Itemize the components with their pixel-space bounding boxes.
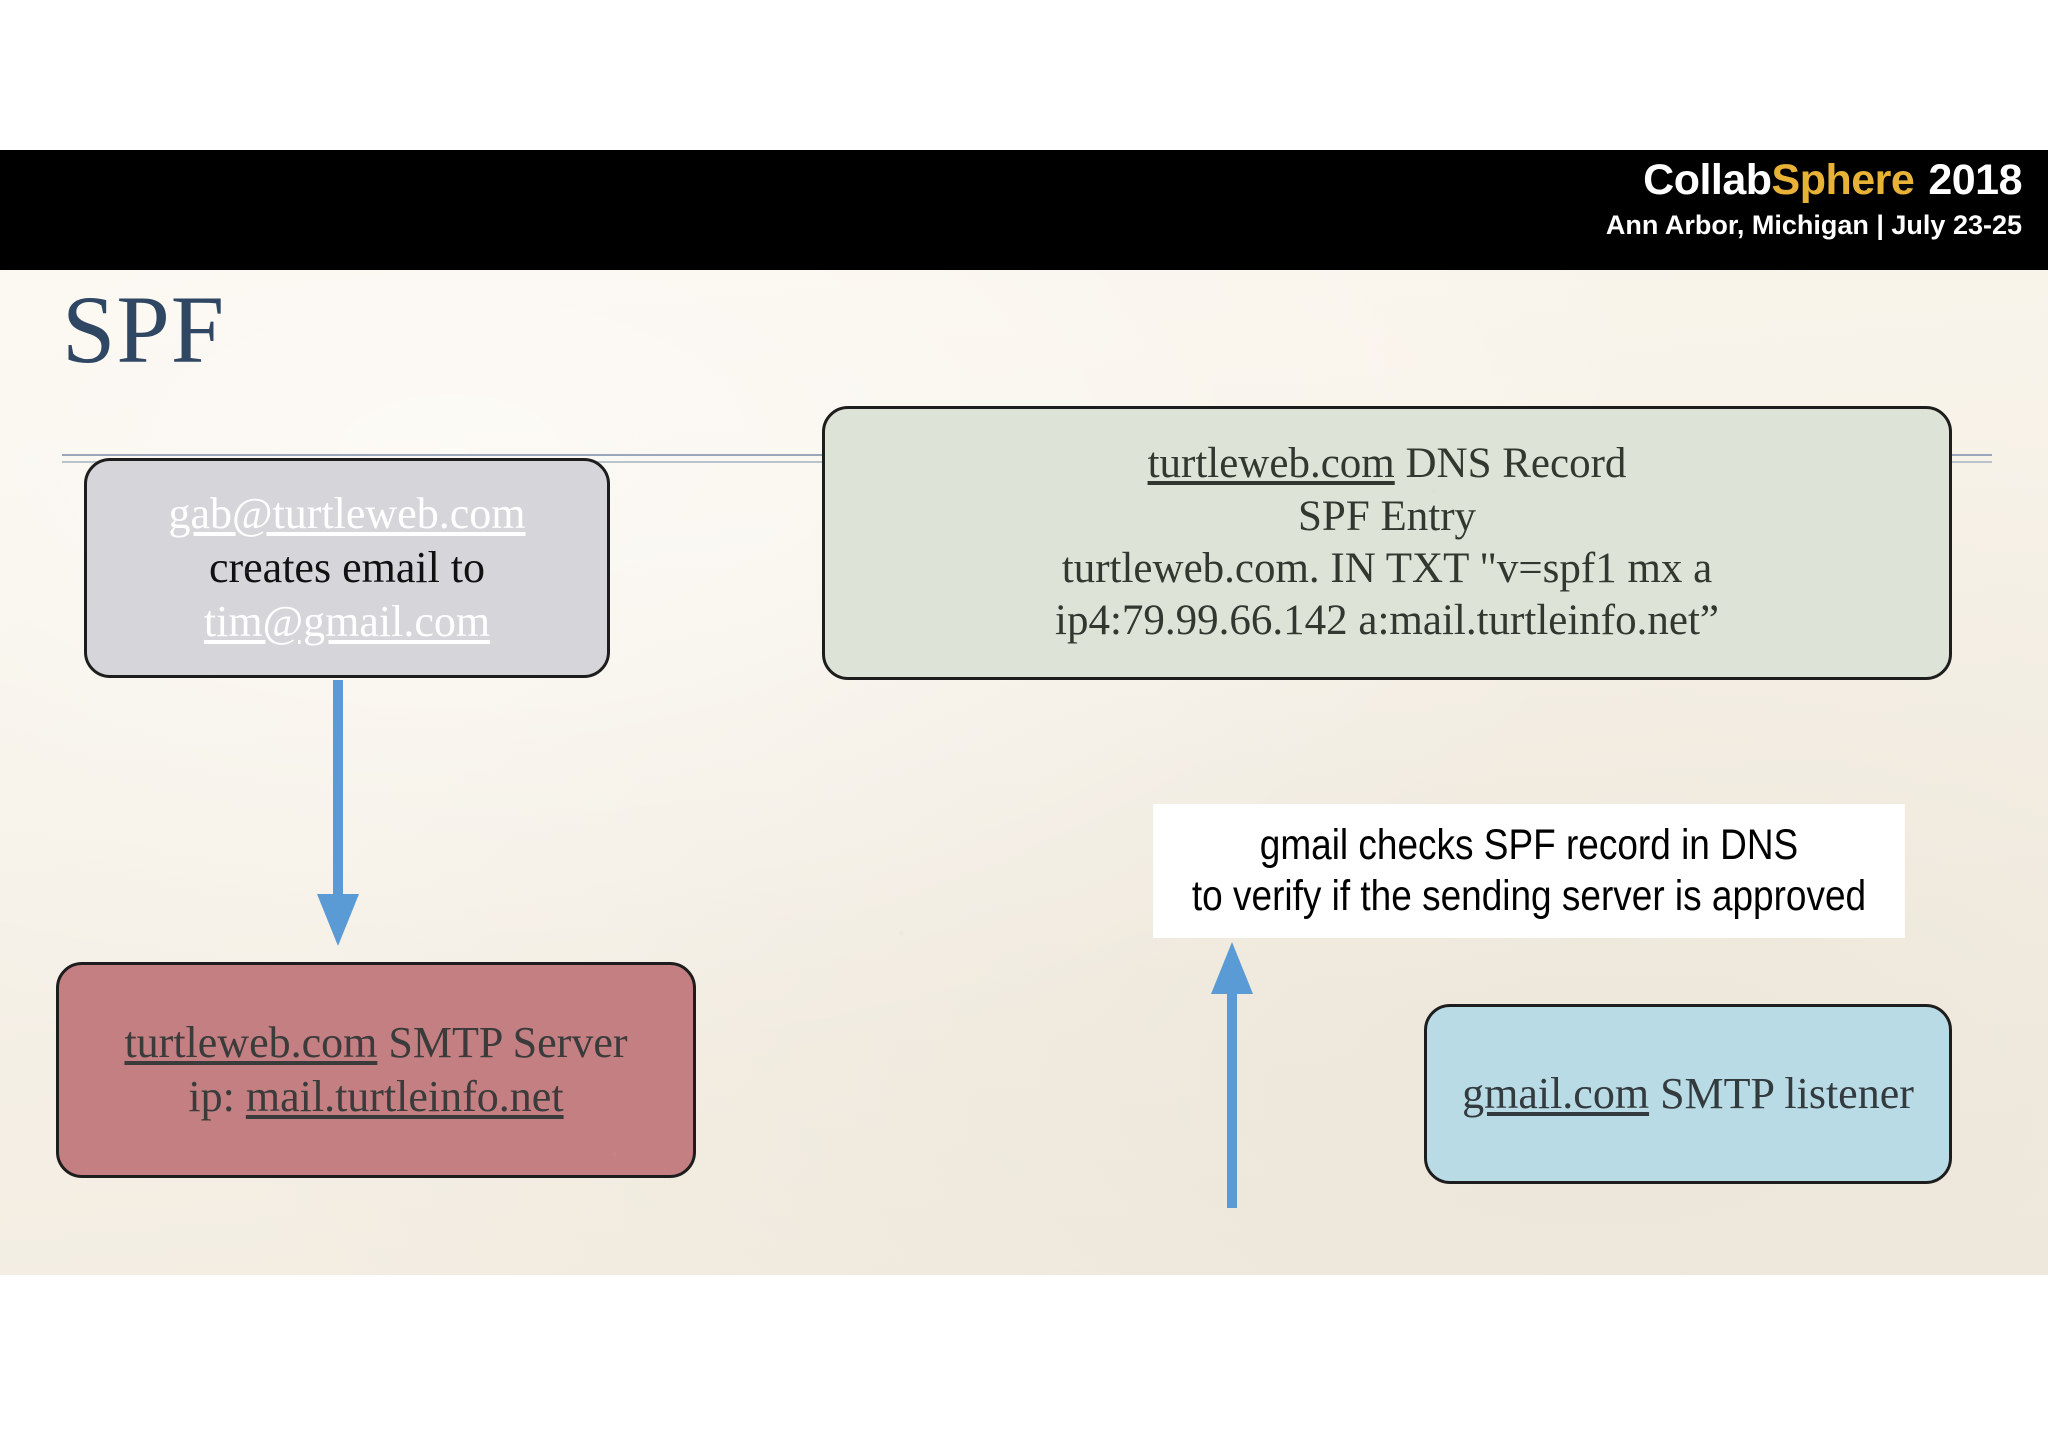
sender-mailbox-node: gab@turtleweb.com creates email to tim@g… (84, 458, 610, 678)
dns-record-heading: turtleweb.com DNS Record (1148, 438, 1627, 490)
conference-banner: CollabSphere 2018 Ann Arbor, Michigan | J… (0, 150, 2048, 270)
smtp-domain-link: turtleweb.com (124, 1018, 378, 1068)
recipient-address: tim@gmail.com (203, 596, 491, 646)
brand-sphere-text: Sphere (1771, 156, 1915, 204)
smtp-server-ip-line: ip: mail.turtleinfo.net (188, 1070, 563, 1124)
gmail-listener-heading-rest: SMTP listener (1649, 1069, 1914, 1119)
slide-canvas: SPF gab@turtleweb.com creates email to t… (0, 270, 2048, 1275)
dns-record-node: turtleweb.com DNS Record SPF Entry turtl… (822, 406, 1952, 680)
dns-domain-link: turtleweb.com (1147, 440, 1395, 488)
conference-brand: CollabSphere 2018 (1606, 156, 2022, 204)
spf-check-callout: gmail checks SPF record in DNS to verify… (1153, 804, 1905, 938)
gmail-domain-link: gmail.com (1462, 1069, 1650, 1119)
sender-action-text: creates email to (208, 543, 486, 593)
conference-location-dates: Ann Arbor, Michigan | July 23-25 (1605, 210, 2022, 241)
sending-smtp-server-node: turtleweb.com SMTP Server ip: mail.turtl… (56, 962, 696, 1178)
dns-txt-record-line1: turtleweb.com. IN TXT "v=spf1 mx a (1061, 545, 1713, 592)
brand-collab-text: Collab (1643, 156, 1772, 204)
brand-year-text: 2018 (1928, 156, 2022, 204)
arrow-down-icon (316, 680, 360, 948)
dns-spf-entry-label: SPF Entry (1297, 492, 1477, 540)
gmail-smtp-listener-node: gmail.com SMTP listener (1424, 1004, 1952, 1184)
gmail-listener-heading: gmail.com SMTP listener (1462, 1067, 1914, 1121)
dns-txt-record-line2: ip4:79.99.66.142 a:mail.turtleinfo.net” (1055, 597, 1719, 645)
arrow-up-icon (1210, 942, 1254, 1208)
page-title: SPF (62, 276, 226, 383)
smtp-ip-label: ip: (188, 1072, 246, 1121)
smtp-server-heading: turtleweb.com SMTP Server (124, 1016, 627, 1070)
smtp-ip-host-link: mail.turtleinfo.net (245, 1072, 564, 1121)
sender-address: gab@turtleweb.com (168, 489, 526, 539)
dns-record-heading-rest: DNS Record (1394, 440, 1627, 488)
callout-line-1: gmail checks SPF record in DNS (1259, 821, 1799, 870)
callout-line-2: to verify if the sending server is appro… (1191, 872, 1867, 920)
smtp-server-heading-rest: SMTP Server (377, 1018, 628, 1068)
conference-banner-text: CollabSphere 2018 Ann Arbor, Michigan | J… (1605, 156, 2023, 242)
